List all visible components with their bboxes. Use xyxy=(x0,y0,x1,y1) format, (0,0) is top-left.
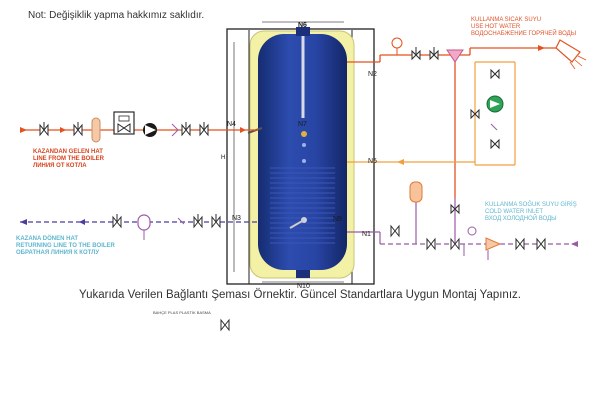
port-upper xyxy=(302,143,306,147)
recirc-arrow xyxy=(397,159,404,165)
node-n4: N4 xyxy=(227,121,236,128)
probe-n9 xyxy=(289,219,305,229)
port-n7 xyxy=(301,131,307,137)
node-n9: N9 xyxy=(333,216,342,223)
return-fittings xyxy=(112,214,221,229)
node-h: H xyxy=(221,155,225,161)
label-return-line: KAZANA DÖNEN HAT RETURNING LINE TO THE B… xyxy=(16,236,115,256)
expansion-vessel xyxy=(409,181,423,203)
tank-bottom-cap xyxy=(296,270,310,278)
small-valve-label: BAHÇE PLAS PLASTİK BASMA xyxy=(153,310,211,315)
node-n7: N7 xyxy=(298,121,307,128)
node-n10: N10 xyxy=(297,283,310,290)
small-valve-icon xyxy=(220,318,230,332)
motorized-valve xyxy=(113,111,135,135)
node-n5: N5 xyxy=(368,158,377,165)
hot-use-arrow xyxy=(538,45,545,51)
node-n3: N3 xyxy=(232,215,241,222)
port-mid xyxy=(302,159,306,163)
label-hot-water-use: KULLANMA SICAK SUYU USE HOT WATER ВОДОСН… xyxy=(471,17,577,37)
node-n6: N6 xyxy=(298,22,307,29)
tank-top-cap xyxy=(296,27,310,36)
pressure-gauge xyxy=(467,226,477,236)
tank-body xyxy=(258,34,347,270)
cold-inlet-fittings xyxy=(426,203,546,251)
pressure-reducer xyxy=(485,237,502,251)
line-cold-inlet xyxy=(347,198,580,245)
line-return-boiler xyxy=(20,219,258,225)
mixing-valve xyxy=(446,49,464,63)
heating-coil xyxy=(270,167,335,244)
node-n2: N2 xyxy=(368,71,377,78)
line-from-boiler xyxy=(20,127,258,133)
node-n1: N1 xyxy=(362,231,371,238)
hot-in-fittings xyxy=(39,117,209,143)
label-line-from-boiler: KAZANDAN GELEN HAT LINE FROM THE BOILER … xyxy=(33,149,104,169)
disclaimer-note: Not: Değişiklik yapma hakkımız saklıdır. xyxy=(28,10,205,21)
hot-use-valves xyxy=(411,47,439,61)
safety-valve xyxy=(390,224,400,238)
line-hot-use xyxy=(347,47,560,198)
label-cold-water-inlet: KULLANMA SOĞUK SUYU GİRİŞ COLD WATER INL… xyxy=(485,202,577,222)
shower-head-icon xyxy=(555,39,581,63)
diagram-caption: Yukarıda Verilen Bağlantı Şeması Örnekti… xyxy=(79,289,521,301)
thermometer-gauge xyxy=(391,37,403,49)
recirc-valves xyxy=(470,68,500,150)
dirt-separator xyxy=(137,214,151,231)
cold-inlet-arrow xyxy=(571,241,578,247)
